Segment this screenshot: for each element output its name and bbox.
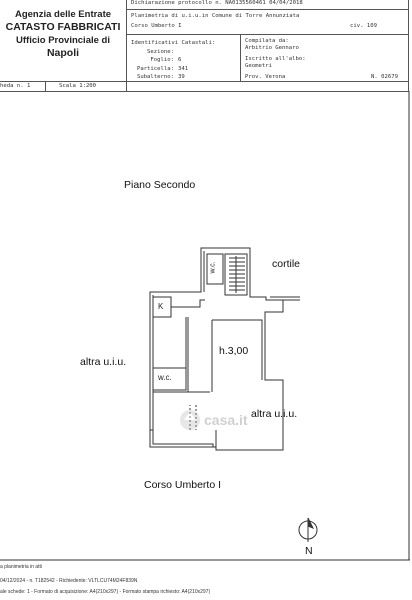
street-label: Corso Umberto I	[144, 479, 222, 491]
compiled-label: Compilata da:	[245, 38, 289, 44]
foglio-label: Foglio:	[150, 57, 174, 63]
scale-text: Scala 1:200	[59, 83, 97, 89]
registered-value: Geometri	[245, 63, 272, 69]
floor-label: Piano Secondo	[124, 179, 196, 191]
courtyard-label: cortile	[272, 258, 301, 270]
address-text: Corso Umberto I	[131, 23, 182, 29]
footer-line-1: a planimetria in atti	[0, 564, 42, 570]
footer-line-3: ale schede: 1 - Formato di acquisizione:…	[0, 589, 211, 595]
header-right-edge	[408, 0, 409, 92]
number-text: N. 02679	[371, 74, 398, 80]
lower-wc-room	[152, 367, 187, 391]
foglio-value: 6	[178, 57, 182, 63]
agency-block: Agenzia delle Entrate CATASTO FABBRICATI…	[0, 8, 126, 60]
header-divider-mid	[240, 34, 241, 81]
subalterno-value: 39	[178, 74, 185, 80]
cadastral-title: Identificativi Catastali:	[131, 40, 216, 46]
outer-wall	[149, 247, 284, 451]
lower-wc-label: w.c.	[158, 373, 172, 382]
watermark-text: casa.it	[204, 412, 248, 428]
header-divider-vertical	[126, 0, 127, 92]
province-text: Prov. Verona	[245, 74, 286, 80]
height-label: h.3,00	[219, 345, 249, 357]
sheet-divider	[45, 81, 46, 91]
office-city: Napoli	[46, 47, 80, 59]
header-rule-2	[126, 34, 408, 35]
stairwell	[224, 253, 248, 296]
agency-name: Agenzia delle Entrate	[14, 9, 112, 20]
kitchen-label: K	[158, 302, 164, 311]
protocol-text: Dichiarazione protocollo n. NA0135560461…	[131, 0, 303, 6]
courtyard-wall	[270, 296, 300, 301]
particella-value: 341	[178, 66, 189, 72]
bottom-walls	[150, 429, 217, 447]
particella-label: Particella:	[136, 66, 174, 72]
registered-label: Iscritto all'albo:	[245, 56, 306, 62]
watermark-logo	[180, 410, 200, 430]
upper-wc-label: w.c.	[209, 261, 217, 274]
plan-title-text: Planimetria di u.i.u.in Comune di Torre …	[131, 13, 300, 19]
stair-steps	[229, 256, 245, 293]
footer-line-2: 04/12/2024 - n. T182542 - Richiedente: V…	[0, 578, 138, 584]
compiled-name: Arbitrio Gennaro	[245, 45, 299, 51]
corridor-wall	[171, 299, 205, 308]
north-arrow	[298, 517, 318, 542]
header-rule-3	[0, 81, 408, 82]
neighbor-left-label: altra u.i.u.	[80, 356, 127, 368]
sezione-label: Sezione:	[147, 49, 174, 55]
catasto-title: CATASTO FABBRICATI	[5, 21, 121, 33]
north-label: N	[305, 545, 313, 557]
header-rule-1	[126, 9, 408, 10]
header-rule-4	[0, 91, 408, 92]
subalterno-label: Subalterno:	[136, 74, 174, 80]
civic-text: civ. 109	[350, 23, 377, 29]
neighbor-right-label: altra u.i.u.	[251, 408, 298, 420]
doorways	[189, 405, 197, 430]
upper-wc-room	[206, 253, 224, 285]
sheet-number: heda n. 1	[0, 83, 31, 89]
living-room-walls	[211, 319, 263, 392]
office-name: Ufficio Provinciale di	[16, 35, 110, 46]
